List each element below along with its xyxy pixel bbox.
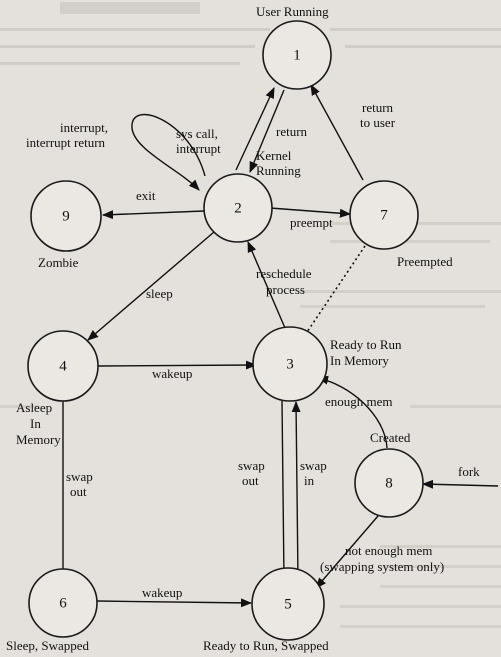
label-enough-mem: enough mem (325, 394, 393, 409)
state-7-label: Preempted (397, 254, 453, 269)
state-3-label-line-1: Ready to Run (330, 337, 402, 352)
edge-not-enough-mem-8-to-5 (315, 515, 379, 589)
state-3-label-line-2: In Memory (330, 353, 389, 368)
label-syscall-line-2: interrupt (176, 141, 221, 156)
label-swap-out-sleep-line-2: out (70, 484, 87, 499)
state-1-label: User Running (256, 4, 329, 19)
state-number: 6 (59, 595, 67, 611)
label-swap-out-line-2: out (242, 473, 259, 488)
state-4: 4 (27, 330, 99, 402)
label-interrupt-line-2: interrupt return (26, 135, 106, 150)
bleed-through-texture (0, 2, 501, 628)
label-return-to-user-line-2: to user (360, 115, 396, 130)
state-3: 3 (252, 326, 328, 402)
edge-return-1-to-2 (249, 89, 285, 174)
state-number: 7 (380, 207, 388, 223)
state-9-label: Zombie (38, 255, 79, 270)
state-7: 7 (349, 180, 419, 250)
label-syscall-line-1: sys call, (176, 126, 218, 141)
edge-wakeup-6-to-5 (96, 598, 253, 608)
state-4-label-line-2: In (30, 416, 41, 431)
state-9: 9 (30, 180, 102, 252)
state-2-label-line-2: Running (256, 163, 301, 178)
state-6-label: Sleep, Swapped (6, 638, 90, 653)
state-number: 8 (385, 475, 393, 491)
state-1: 1 (262, 20, 332, 90)
label-reschedule-line-2: process (266, 282, 305, 297)
label-not-enough-mem-line-2: (swapping system only) (320, 559, 444, 574)
edge-sleep-2-to-4 (87, 231, 215, 341)
state-number: 3 (286, 356, 294, 372)
label-exit: exit (136, 188, 156, 203)
edge-reschedule-3-to-2 (247, 240, 286, 329)
label-reschedule-line-1: reschedule (256, 266, 312, 281)
label-swap-in-line-2: in (304, 473, 315, 488)
edge-exit-2-to-9 (101, 210, 205, 220)
state-number: 5 (284, 596, 292, 612)
edge-preempt-2-to-7 (269, 207, 352, 218)
label-swap-in-line-1: swap (300, 458, 327, 473)
label-swap-out-line-1: swap (238, 458, 265, 473)
label-return-to-user-line-1: return (362, 100, 394, 115)
edge-wakeup-4-to-3 (97, 360, 258, 370)
label-wakeup-swapped: wakeup (142, 585, 182, 600)
state-2: 2 (203, 173, 273, 243)
label-not-enough-mem-line-1: not enough mem (345, 543, 432, 558)
state-number: 1 (293, 47, 301, 63)
edge-syscall-2-to-1 (235, 86, 275, 171)
state-number: 4 (59, 358, 67, 374)
edge-swap-in-5-to-3 (291, 400, 301, 581)
edge-interrupt-loop-2 (131, 113, 206, 191)
state-8: 8 (354, 448, 424, 518)
state-2-label-line-1: Kernel (256, 148, 292, 163)
state-8-label: Created (370, 430, 411, 445)
edge-fork-to-8 (421, 479, 499, 489)
label-interrupt-line-1: interrupt, (60, 120, 108, 135)
edge-return-to-user-7-to-1 (310, 84, 364, 181)
state-number: 2 (234, 200, 242, 216)
state-5-label: Ready to Run, Swapped (203, 638, 329, 653)
label-preempt: preempt (290, 215, 333, 230)
label-return: return (276, 124, 308, 139)
state-number: 9 (62, 208, 70, 224)
label-wakeup-memory: wakeup (152, 366, 192, 381)
state-6: 6 (28, 568, 98, 638)
state-4-label-line-3: Memory (16, 432, 61, 447)
edge-enough-mem-8-to-3 (316, 375, 388, 449)
label-sleep: sleep (146, 286, 173, 301)
state-4-label-line-1: Asleep (16, 400, 52, 415)
label-swap-out-sleep-line-1: swap (66, 469, 93, 484)
state-5: 5 (251, 567, 325, 641)
edge-swap-out-3-to-5 (279, 400, 289, 582)
label-fork: fork (458, 464, 480, 479)
